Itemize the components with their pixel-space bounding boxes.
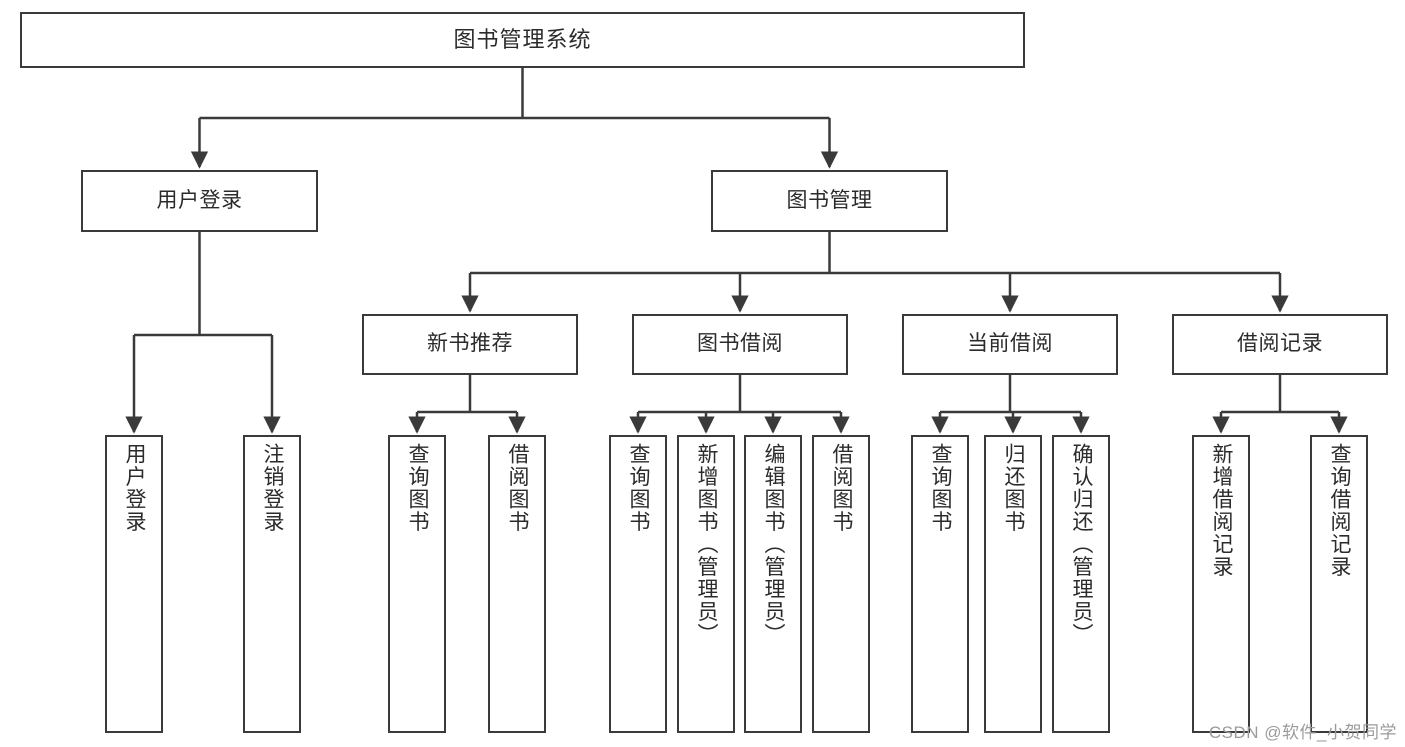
node-book-manage[interactable]: 图书管理 xyxy=(711,170,948,232)
node-label: 查询图书 xyxy=(627,443,651,533)
node-label: 查询图书 xyxy=(929,443,953,533)
node-leaf-borrow-book-2[interactable]: 借阅图书 xyxy=(812,435,870,733)
node-borrow-record[interactable]: 借阅记录 xyxy=(1172,314,1388,375)
node-leaf-confirm-return[interactable]: 确认归还（管理员） xyxy=(1052,435,1110,733)
node-leaf-return-book[interactable]: 归还图书 xyxy=(984,435,1042,733)
node-leaf-user-login[interactable]: 用户登录 xyxy=(105,435,163,733)
node-label: 查询图书 xyxy=(406,443,430,533)
node-label: 用户登录 xyxy=(156,188,243,212)
node-leaf-user-logout[interactable]: 注销登录 xyxy=(243,435,301,733)
node-leaf-query-book-1[interactable]: 查询图书 xyxy=(388,435,446,733)
node-label: 新书推荐 xyxy=(427,332,513,356)
node-leaf-query-book-2[interactable]: 查询图书 xyxy=(609,435,667,733)
node-leaf-borrow-book-1[interactable]: 借阅图书 xyxy=(488,435,546,733)
node-leaf-edit-book[interactable]: 编辑图书（管理员） xyxy=(744,435,802,733)
node-label: 确认归还（管理员） xyxy=(1070,443,1094,646)
node-label: 借阅记录 xyxy=(1237,332,1323,356)
node-label: 新增图书（管理员） xyxy=(695,443,719,646)
watermark-credit: CSDN @软件_小贺同学 xyxy=(1208,723,1397,742)
node-leaf-add-book[interactable]: 新增图书（管理员） xyxy=(677,435,735,733)
node-label: 借阅图书 xyxy=(830,443,854,533)
node-label: 当前借阅 xyxy=(967,332,1053,356)
node-label: 图书管理系统 xyxy=(453,27,592,53)
node-label: 归还图书 xyxy=(1002,443,1026,533)
node-label: 编辑图书（管理员） xyxy=(762,443,786,646)
node-new-book-recommend[interactable]: 新书推荐 xyxy=(362,314,578,375)
node-leaf-query-record[interactable]: 查询借阅记录 xyxy=(1310,435,1368,733)
node-label: 借阅图书 xyxy=(506,443,530,533)
node-label: 图书借阅 xyxy=(697,332,783,356)
node-label: 注销登录 xyxy=(261,443,285,533)
node-leaf-query-book-3[interactable]: 查询图书 xyxy=(911,435,969,733)
node-label: 查询借阅记录 xyxy=(1328,443,1352,578)
node-leaf-add-record[interactable]: 新增借阅记录 xyxy=(1192,435,1250,733)
node-user-login[interactable]: 用户登录 xyxy=(81,170,318,232)
node-label: 用户登录 xyxy=(123,443,147,533)
node-book-borrow[interactable]: 图书借阅 xyxy=(632,314,848,375)
node-label: 图书管理 xyxy=(786,188,873,212)
node-root[interactable]: 图书管理系统 xyxy=(20,12,1025,68)
node-label: 新增借阅记录 xyxy=(1210,443,1234,578)
node-current-borrow[interactable]: 当前借阅 xyxy=(902,314,1118,375)
